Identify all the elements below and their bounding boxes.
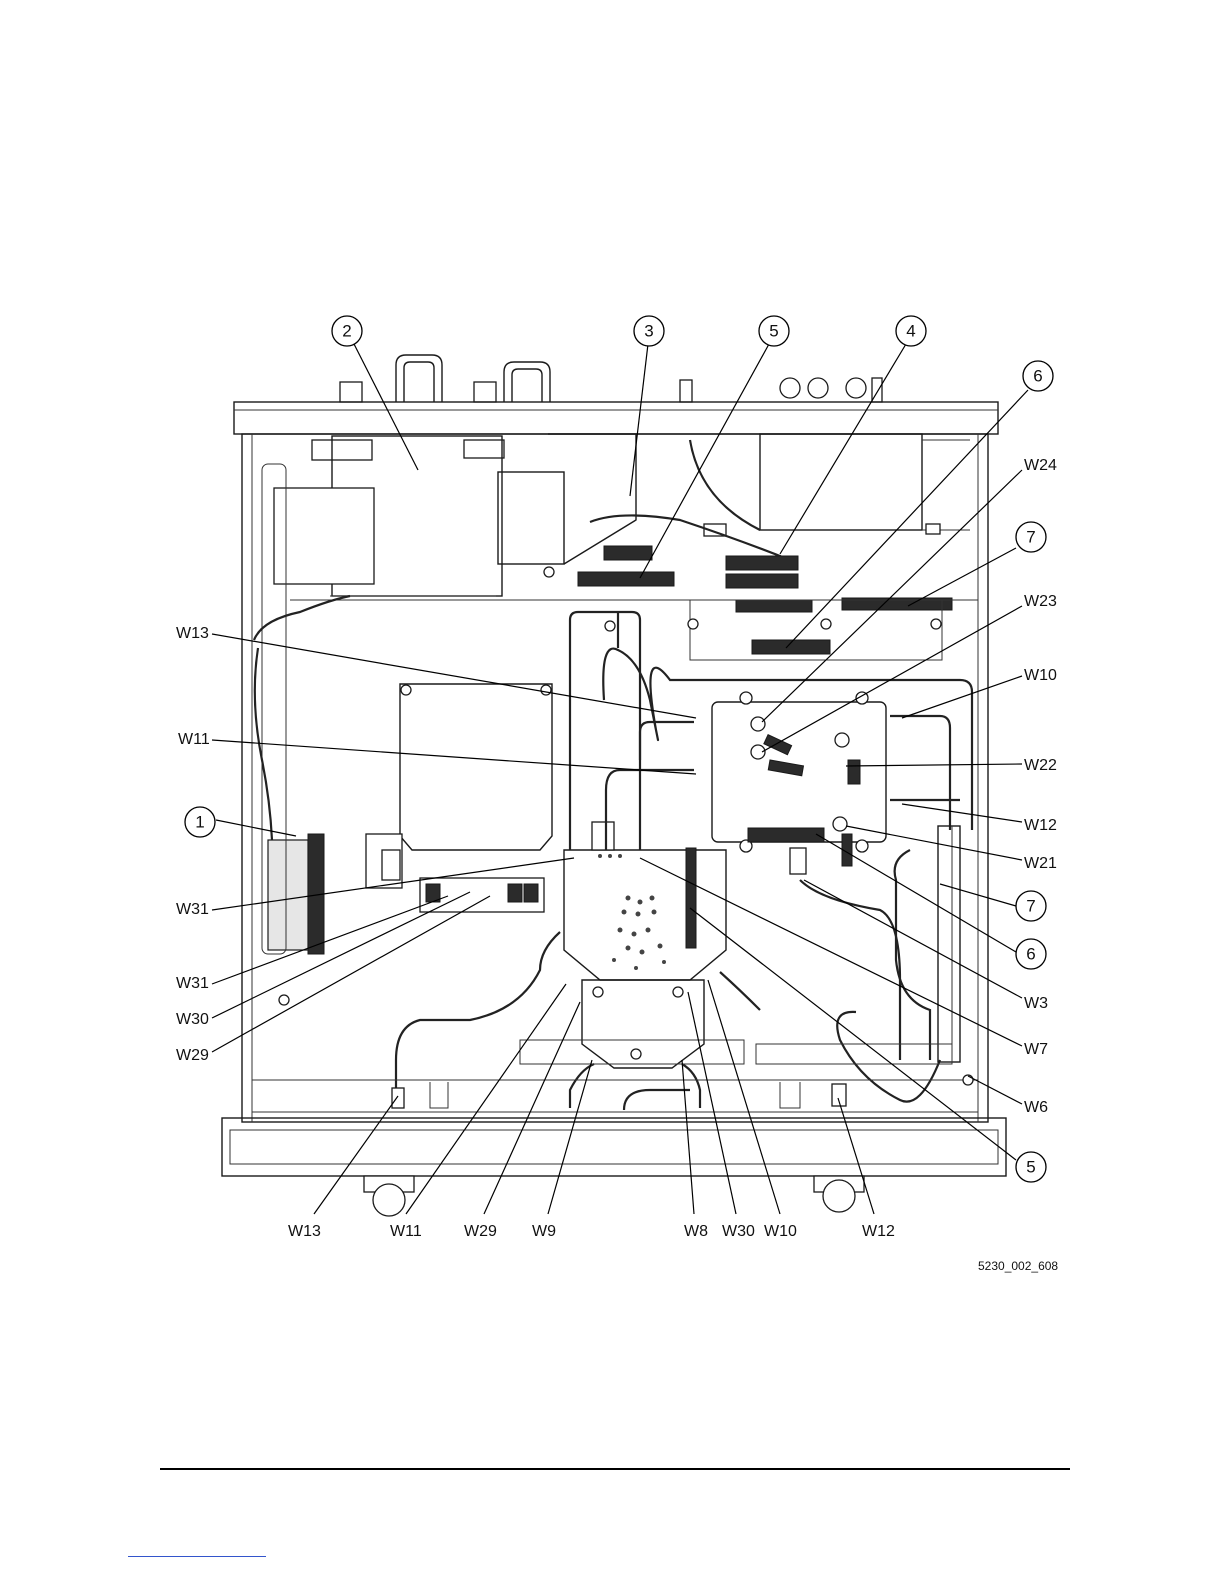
label-w21-right: W21 — [1024, 855, 1057, 872]
label-w11-left: W11 — [178, 731, 210, 748]
callout-5-top: 5 — [769, 322, 778, 341]
label-w30-left: W30 — [176, 1011, 209, 1028]
label-w22-right: W22 — [1024, 757, 1057, 774]
callout-6-right: 6 — [1026, 945, 1035, 964]
label-w8-bottom: W8 — [684, 1223, 708, 1240]
label-w11-bottom: W11 — [390, 1223, 422, 1240]
cable-labels-right: W24 W23 W10 W22 W12 W21 W3 W7 W6 — [1024, 457, 1057, 1116]
label-w7-right: W7 — [1024, 1041, 1048, 1058]
cable-labels-bottom: W13 W11 W29 W9 W8 W30 W10 W12 — [288, 1223, 895, 1240]
figure-id: 5230_002_608 — [978, 1259, 1058, 1273]
callout-3: 3 — [644, 322, 653, 341]
label-w31-left-b: W31 — [176, 975, 209, 992]
label-w29-left: W29 — [176, 1047, 209, 1064]
callout-6-top: 6 — [1033, 367, 1042, 386]
label-w3-right: W3 — [1024, 995, 1048, 1012]
callout-7-right: 7 — [1026, 897, 1035, 916]
label-w29-bottom: W29 — [464, 1223, 497, 1240]
label-w9-bottom: W9 — [532, 1223, 556, 1240]
chassis-drawing — [222, 355, 1006, 1216]
callout-5-bottom: 5 — [1026, 1158, 1035, 1177]
cable-labels-left: W13 W11 W31 W31 W30 W29 — [176, 625, 210, 1064]
callout-4: 4 — [906, 322, 915, 341]
footer-rule — [160, 1468, 1070, 1470]
callout-2: 2 — [342, 322, 351, 341]
label-w12-bottom: W12 — [862, 1223, 895, 1240]
label-w23-right: W23 — [1024, 593, 1057, 610]
footer-link-underline — [128, 1556, 266, 1557]
label-w30-bottom: W30 — [722, 1223, 755, 1240]
label-w10-right: W10 — [1024, 667, 1057, 684]
label-w31-left-a: W31 — [176, 901, 209, 918]
label-w13-left: W13 — [176, 625, 209, 642]
callout-7-top: 7 — [1026, 528, 1035, 547]
leader-lines — [212, 344, 1028, 1214]
label-w10-bottom: W10 — [764, 1223, 797, 1240]
label-w12-right: W12 — [1024, 817, 1057, 834]
callout-1: 1 — [195, 813, 204, 832]
label-w24-right: W24 — [1024, 457, 1057, 474]
label-w13-bottom: W13 — [288, 1223, 321, 1240]
label-w6-right: W6 — [1024, 1099, 1048, 1116]
